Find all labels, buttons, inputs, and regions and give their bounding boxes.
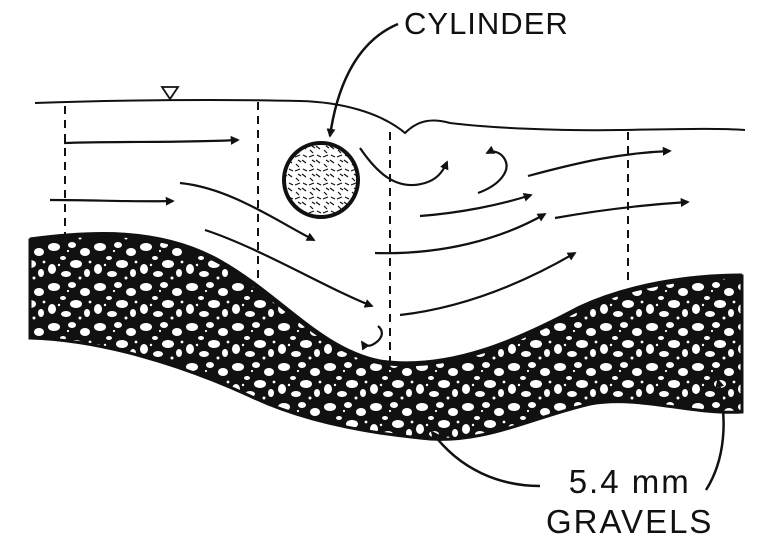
gravel-label: 5.4 mm GRAVELS: [546, 462, 713, 542]
flow-arrow: [362, 326, 382, 346]
flow-arrow: [478, 152, 506, 193]
cylinder-label: CYLINDER: [404, 6, 569, 42]
flow-arrow: [555, 202, 688, 218]
flow-arrow: [375, 214, 545, 253]
flow-arrow: [360, 148, 447, 185]
gravel-size-label: 5.4 mm: [546, 462, 713, 502]
flow-arrow: [420, 195, 531, 216]
flow-arrow: [528, 151, 670, 176]
gravel-bed: [30, 234, 742, 439]
flow-arrow: [50, 200, 173, 201]
flow-arrow: [64, 140, 238, 143]
cylinder-pointer-arrow: [330, 24, 398, 136]
triangle-down-icon: [162, 87, 178, 99]
flow-arrow: [400, 253, 575, 315]
cylinder-shape: [284, 143, 358, 217]
water-surface-line: [35, 100, 745, 133]
gravel-name-label: GRAVELS: [546, 502, 713, 542]
